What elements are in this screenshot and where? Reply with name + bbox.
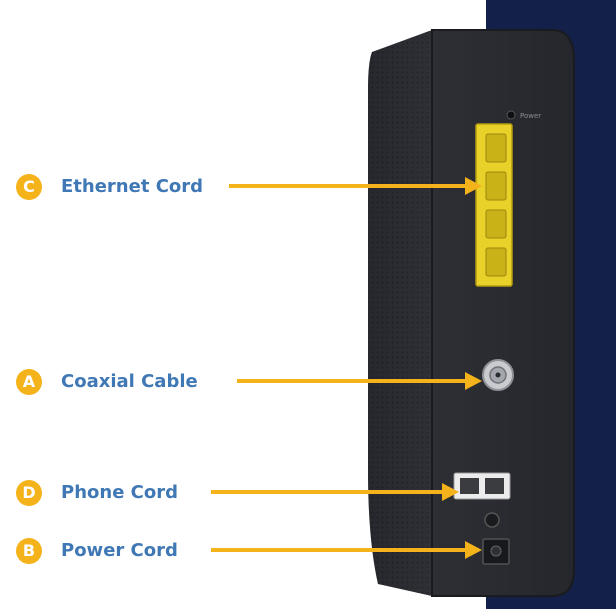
callout-badge: C: [16, 174, 42, 200]
ethernet-port-block: [475, 123, 513, 287]
power-button-label: Power: [520, 112, 541, 120]
callout-label: Ethernet Cord: [61, 176, 204, 197]
callout-badge: A: [16, 369, 42, 395]
arrow-to-power: [211, 541, 482, 559]
modem-back-panel: [432, 30, 574, 596]
arrow-to-ethernet: [229, 177, 482, 195]
callout-badge: D: [16, 480, 42, 506]
callout-power: B Power Cord: [0, 535, 486, 565]
callout-coaxial: A Coaxial Cable: [0, 366, 486, 396]
reset-jack: [484, 512, 500, 528]
callout-badge: B: [16, 538, 42, 564]
callout-ethernet: C Ethernet Cord: [0, 171, 486, 201]
arrow-to-coaxial: [237, 372, 482, 390]
callout-label: Coaxial Cable: [61, 371, 198, 392]
arrow-to-phone: [211, 483, 459, 501]
callout-phone: D Phone Cord: [0, 477, 486, 507]
callout-label: Phone Cord: [61, 482, 178, 503]
power-button: [506, 110, 516, 120]
callout-label: Power Cord: [61, 540, 178, 561]
